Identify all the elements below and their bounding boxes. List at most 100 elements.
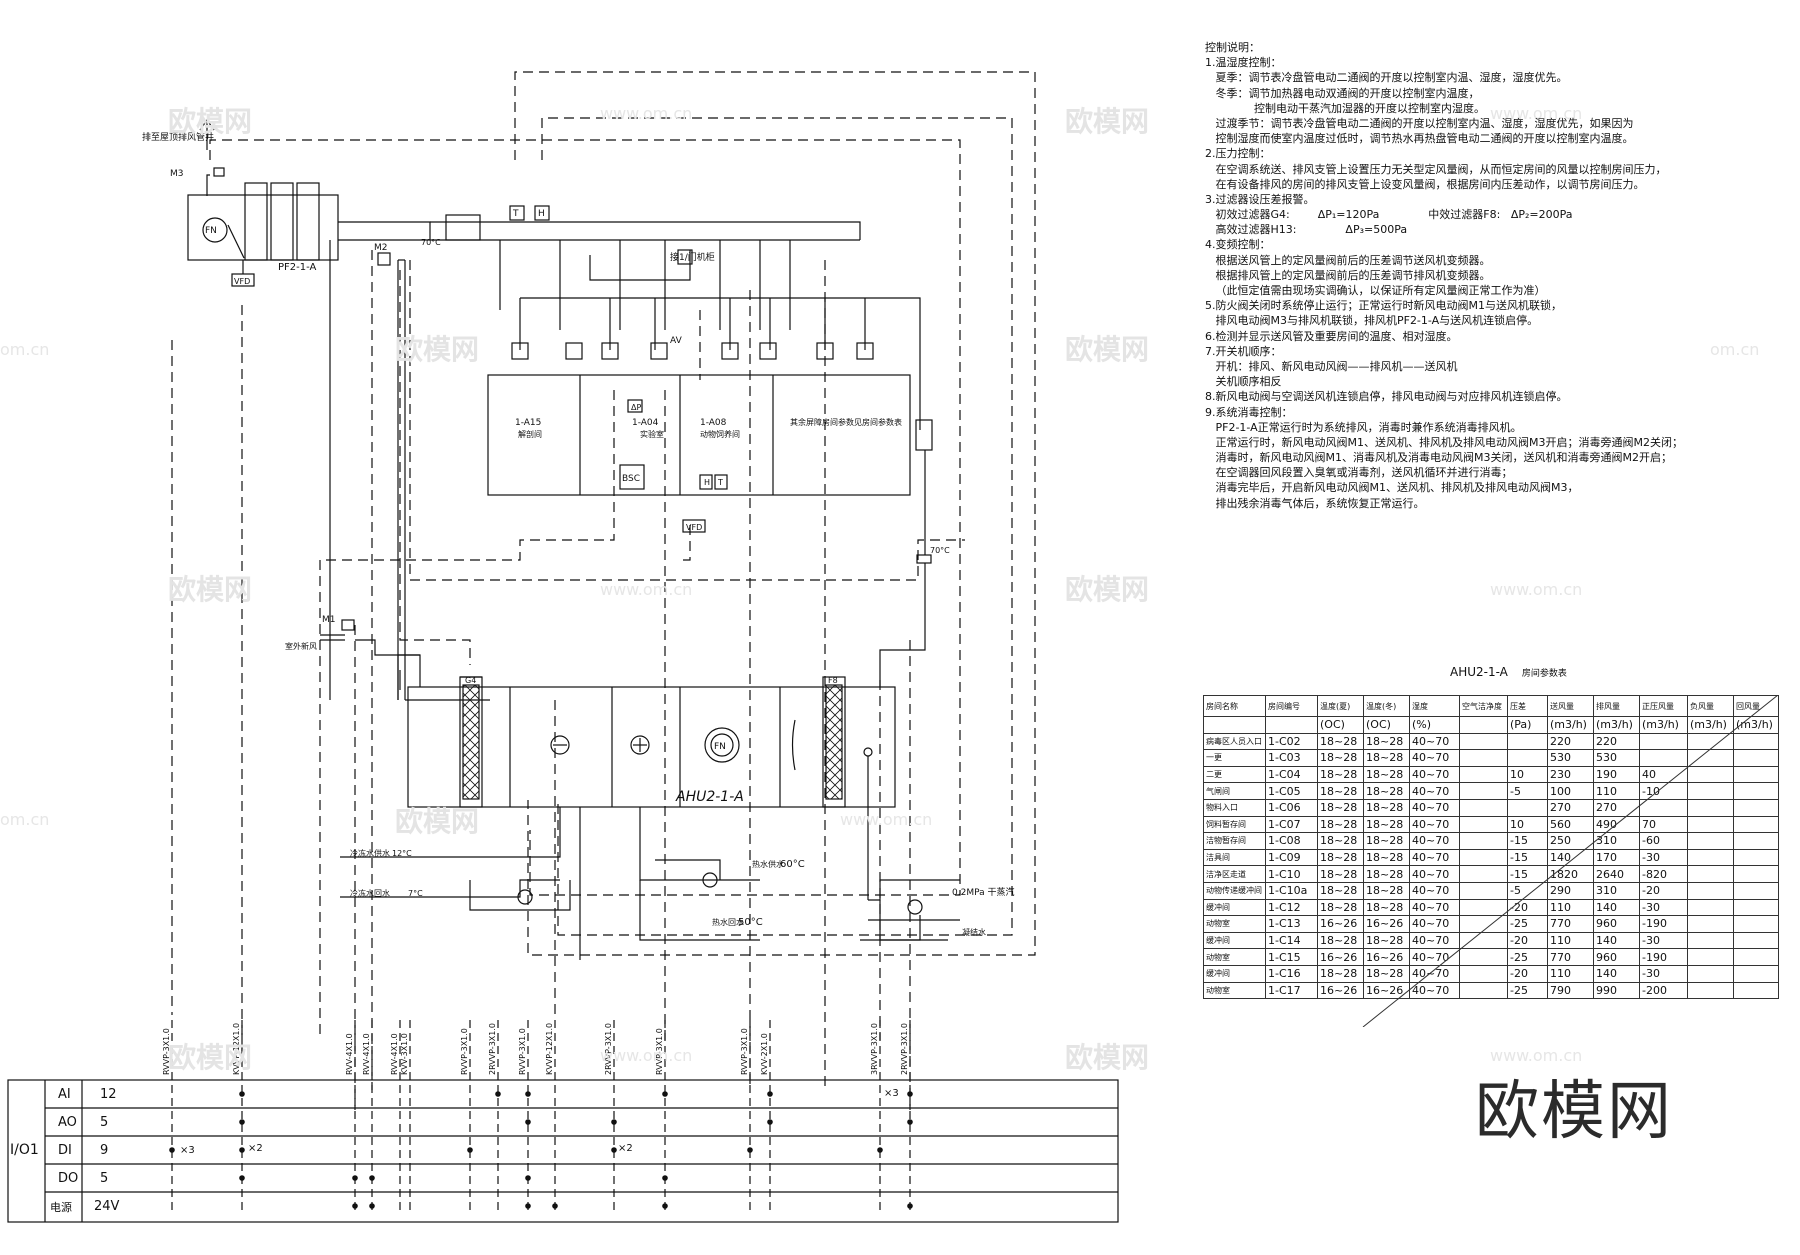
io-mark: ×3	[884, 1088, 899, 1099]
note-line: 在空调器回风段置入臭氧或消毒剂，送风机循环并进行消毒；	[1205, 466, 1513, 480]
note-line: 1.温湿度控制：	[1205, 56, 1282, 70]
note-line: 在空调系统送、排风支管上设置压力无关型定风量阀，从而恒定房间的风量以控制房间压力…	[1205, 162, 1667, 176]
watermark-url: om.cn	[1710, 340, 1760, 359]
cable-label: RVV-4X1.0	[345, 1033, 354, 1075]
table-cell: 1-C02	[1265, 732, 1318, 751]
m2-label: M2	[374, 243, 388, 253]
temp70-label-2: 70°C	[930, 546, 950, 555]
t2-label: T	[717, 478, 723, 487]
io-point	[495, 1091, 501, 1097]
io-row-name: AI	[58, 1087, 71, 1102]
note-line: 正常运行时，新风电动风阀M1、送风机、排风机及排风电动风阀M3开启；消毒旁通阀M…	[1205, 435, 1683, 449]
chw-return: 冷冻水回水	[350, 888, 390, 898]
table-cell: 220	[1547, 732, 1594, 751]
note-line: PF2-1-A正常运行时为系统排风，消毒时兼作系统消毒排风机。	[1205, 420, 1522, 434]
table-cell: 530	[1547, 749, 1594, 767]
io-point	[662, 1175, 668, 1181]
h-label: H	[538, 209, 545, 219]
table-cell: 16~26	[1363, 981, 1410, 1000]
note-line: 在有设备排风的房间的排风支管上设变风量阀，根据房间内压差动作，以调节房间压力。	[1205, 177, 1645, 191]
table-cell: 960	[1593, 948, 1640, 966]
io-row-name: 电源	[50, 1201, 72, 1214]
io-row-value: 12	[100, 1087, 117, 1102]
note-line: 9.系统消毒控制：	[1205, 405, 1293, 419]
bsc-label: BSC	[622, 474, 640, 484]
table-cell: 1-C09	[1265, 848, 1318, 867]
note-line: 初效过滤器G4: ΔP₁=120Pa 中效过滤器F8: ΔP₂=200Pa	[1205, 208, 1573, 222]
io-title: I/O1	[10, 1142, 39, 1158]
io-point	[747, 1147, 753, 1153]
table-cell: 房间编号	[1265, 695, 1318, 717]
hw-return: 热水回水	[712, 917, 744, 927]
note-line: 关机顺序相反	[1205, 375, 1282, 389]
room-parameter-table: 房间名称房间编号温度(夏)温度(冬)湿度空气洁净度压差送风量排风量正压风量负风量…	[1203, 695, 1779, 1000]
drain-label: 凝结水	[962, 927, 986, 937]
table-cell: 18~28	[1317, 865, 1364, 883]
note-line: 7.开关机顺序：	[1205, 344, 1282, 358]
io-point	[239, 1175, 245, 1181]
table-cell: 18~28	[1363, 964, 1410, 983]
io-point	[525, 1203, 531, 1209]
cable-label: RVVP-3X1.0	[655, 1028, 664, 1075]
table-cell: -10	[1639, 782, 1688, 800]
table-diagonal	[1362, 695, 1778, 1027]
note-line: 根据送风管上的定风量阀前后的压差调节送风机变频器。	[1205, 253, 1491, 267]
io-panel	[7, 1079, 1119, 1223]
table-cell: -15	[1507, 865, 1548, 883]
watermark-url: www.om.cn	[600, 104, 693, 123]
io-point	[239, 1119, 245, 1125]
io-lines[interactable]	[171, 1020, 911, 1210]
note-line: 6.检测并显示送风管及重要房间的温度、相对湿度。	[1205, 329, 1458, 343]
table-cell: 40~70	[1409, 798, 1460, 817]
io-point	[239, 1147, 245, 1153]
table-cell: 18~28	[1363, 865, 1410, 883]
io-point	[662, 1203, 668, 1209]
table-cell: 18~28	[1363, 749, 1410, 767]
fan-icon: FN	[205, 226, 217, 236]
note-line: 排风电动阀M3与排风机联锁，排风机PF2-1-A与送风机连锁启停。	[1205, 314, 1539, 328]
watermark-url: www.om.cn	[840, 810, 933, 829]
watermark-url: www.om.cn	[1490, 104, 1583, 123]
note-line: 3.过滤器设压差报警。	[1205, 192, 1315, 206]
cable-label: RVVP-3X1.0	[460, 1028, 469, 1075]
note-line: 4.变频控制：	[1205, 238, 1271, 252]
table-cell: 18~28	[1317, 964, 1364, 983]
cable-label: RVVP-3X1.0	[740, 1028, 749, 1075]
table-cell: 40~70	[1409, 848, 1460, 867]
table-cell: 40~70	[1409, 898, 1460, 917]
watermark: 欧模网	[395, 333, 480, 366]
watermark: 欧模网	[168, 1041, 253, 1074]
watermark-url: www.om.cn	[600, 580, 693, 599]
cable-label: RVV-4X1.0	[362, 1033, 371, 1075]
note-line: 控制电动干蒸汽加湿器的开度以控制室内湿度。	[1205, 101, 1485, 115]
table-cell: 140	[1547, 848, 1594, 867]
cable-label: RVVP-3X1.0	[162, 1028, 171, 1075]
note-line: 过渡季节：调节表冷盘管电动二通阀的开度以控制室内温、湿度，湿度优先，如果因为	[1205, 116, 1634, 130]
room-other: 其余屏障房间参数见房间参数表	[790, 417, 902, 427]
note-line: 2.压力控制：	[1205, 147, 1271, 161]
watermark-url: om.cn	[0, 810, 50, 829]
table-cell: 40~70	[1409, 915, 1460, 933]
return-ducts	[397, 654, 881, 701]
table-cell: 温度(冬)	[1363, 695, 1410, 717]
io-mark: ×2	[618, 1143, 633, 1154]
table-cell: 270	[1593, 798, 1640, 817]
io-point	[369, 1203, 375, 1209]
chw-supply: 冷冻水供水	[350, 848, 390, 858]
io-point	[352, 1203, 358, 1209]
io-point	[907, 1119, 913, 1125]
io-row-value: 5	[100, 1115, 109, 1130]
watermark-url: www.om.cn	[600, 1046, 693, 1065]
table-cell: 190	[1593, 765, 1640, 784]
table-cell: 16~26	[1317, 981, 1364, 1000]
table-cell: (m3/h)	[1547, 716, 1594, 734]
rooms-box	[487, 374, 911, 533]
note-line: 8.新风电动阀与空调送风机连锁启停，排风电动阀与对应排风机连锁启停。	[1205, 390, 1568, 404]
io-point	[525, 1091, 531, 1097]
table-cell: 1-C07	[1265, 815, 1318, 834]
hw-return-t: 50°C	[738, 917, 763, 928]
